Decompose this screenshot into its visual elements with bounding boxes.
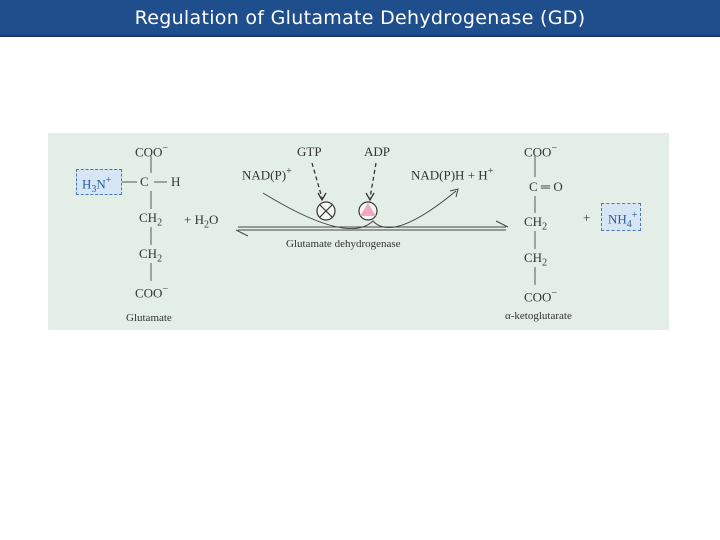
ammonium-plus-sign: +: [583, 210, 591, 225]
ketoglutarate-name: α-ketoglutarate: [505, 310, 572, 322]
slide-title: Regulation of Glutamate Dehydrogenase (G…: [0, 0, 720, 37]
keto-carbonyl: C ═ O: [529, 179, 563, 194]
gtp-arrow: [311, 162, 323, 199]
adp-arrow-head: [365, 192, 375, 202]
glutamate-ch2-a: CH2: [139, 210, 163, 229]
adp-arrow: [369, 162, 377, 199]
ammonium-label: NH4+: [608, 210, 638, 230]
nadp-left-label: NAD(P)+: [242, 166, 292, 183]
adp-label: ADP: [364, 144, 391, 159]
reaction-drawing: [121, 156, 536, 285]
glutamate-coo-bottom: COO−: [135, 284, 169, 301]
keto-ch2-b: CH2: [524, 250, 548, 269]
keto-coo-bottom: COO−: [524, 288, 558, 305]
cofactor-curve: [262, 190, 457, 230]
glutamate-dehydrogenase-diagram: COO− H3N+ C H CH2 CH2 COO− Glutamate + H…: [48, 133, 669, 330]
reverse-arrow-head: [235, 229, 249, 237]
gtp-label: GTP: [297, 144, 322, 159]
amino-group-label: H3N+: [82, 175, 112, 195]
water-label: + H2O: [184, 212, 219, 231]
forward-arrow-head: [495, 220, 509, 228]
gtp-arrow-head: [317, 192, 327, 202]
keto-coo-top: COO−: [524, 143, 558, 160]
nadph-right-label: NAD(P)H + H+: [411, 166, 494, 183]
inhibition-circle-x-icon: [316, 201, 336, 221]
cofactor-curve-head: [449, 188, 459, 198]
glutamate-alpha-carbon: C: [140, 174, 149, 189]
keto-ch2-a: CH2: [524, 214, 548, 233]
enzyme-label: Glutamate dehydrogenase: [286, 238, 401, 250]
glutamate-hydrogen: H: [171, 174, 181, 189]
glutamate-coo-top: COO−: [135, 143, 169, 160]
glutamate-ch2-b: CH2: [139, 246, 163, 265]
ammonium-highlight: [601, 203, 641, 231]
glutamate-name: Glutamate: [126, 312, 172, 324]
activation-circle-triangle-icon: [358, 201, 378, 221]
amino-group-highlight: [76, 169, 122, 195]
